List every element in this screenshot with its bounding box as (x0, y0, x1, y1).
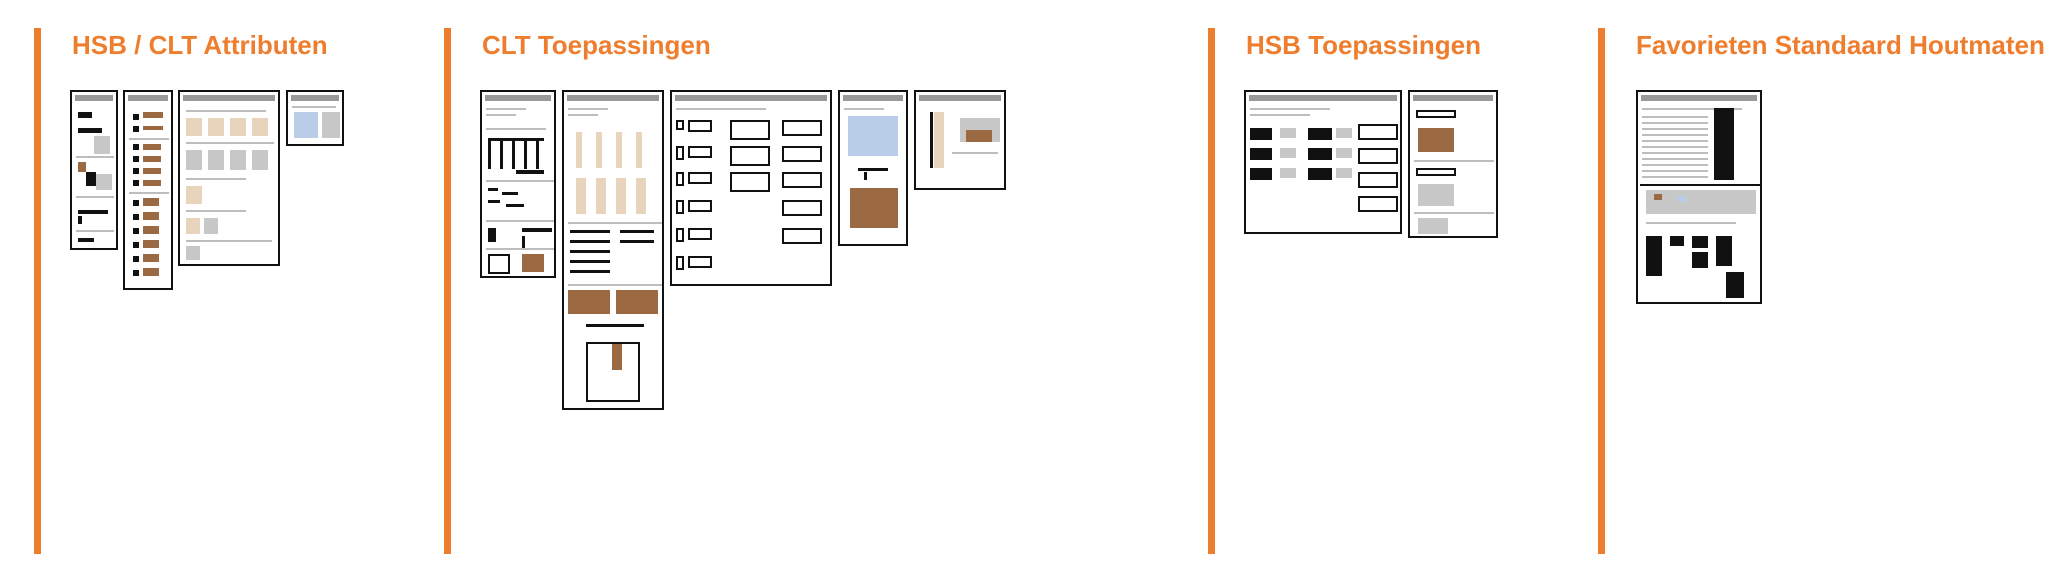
section-favorieten-standaard-houtmaten: Favorieten Standaard Houtmaten (1598, 28, 2072, 554)
section-title: CLT Toepassingen (482, 30, 711, 60)
section-divider (34, 28, 41, 554)
section-divider (1598, 28, 1605, 554)
board-clt-3[interactable] (670, 90, 832, 286)
board-attributes-1[interactable] (70, 90, 118, 250)
board-hsb-2[interactable] (1408, 90, 1498, 238)
board-clt-2[interactable] (562, 90, 664, 410)
board-clt-5[interactable] (914, 90, 1006, 190)
board-attributes-3[interactable] (178, 90, 280, 266)
section-hsb-clt-attributen: HSB / CLT Attributen (34, 28, 434, 554)
section-title: HSB / CLT Attributen (72, 30, 328, 60)
board-attributes-2[interactable] (123, 90, 173, 290)
section-title: Favorieten Standaard Houtmaten (1636, 30, 2045, 60)
board-hsb-1[interactable] (1244, 90, 1402, 234)
board-clt-4[interactable] (838, 90, 908, 246)
section-divider (444, 28, 451, 554)
board-houtmaten[interactable] (1636, 90, 1762, 304)
board-attributes-4[interactable] (286, 90, 344, 146)
section-title: HSB Toepassingen (1246, 30, 1482, 60)
section-divider (1208, 28, 1215, 554)
board-clt-1[interactable] (480, 90, 556, 278)
section-hsb-toepassingen: HSB Toepassingen (1208, 28, 1598, 554)
section-clt-toepassingen: CLT Toepassingen (444, 28, 1196, 554)
